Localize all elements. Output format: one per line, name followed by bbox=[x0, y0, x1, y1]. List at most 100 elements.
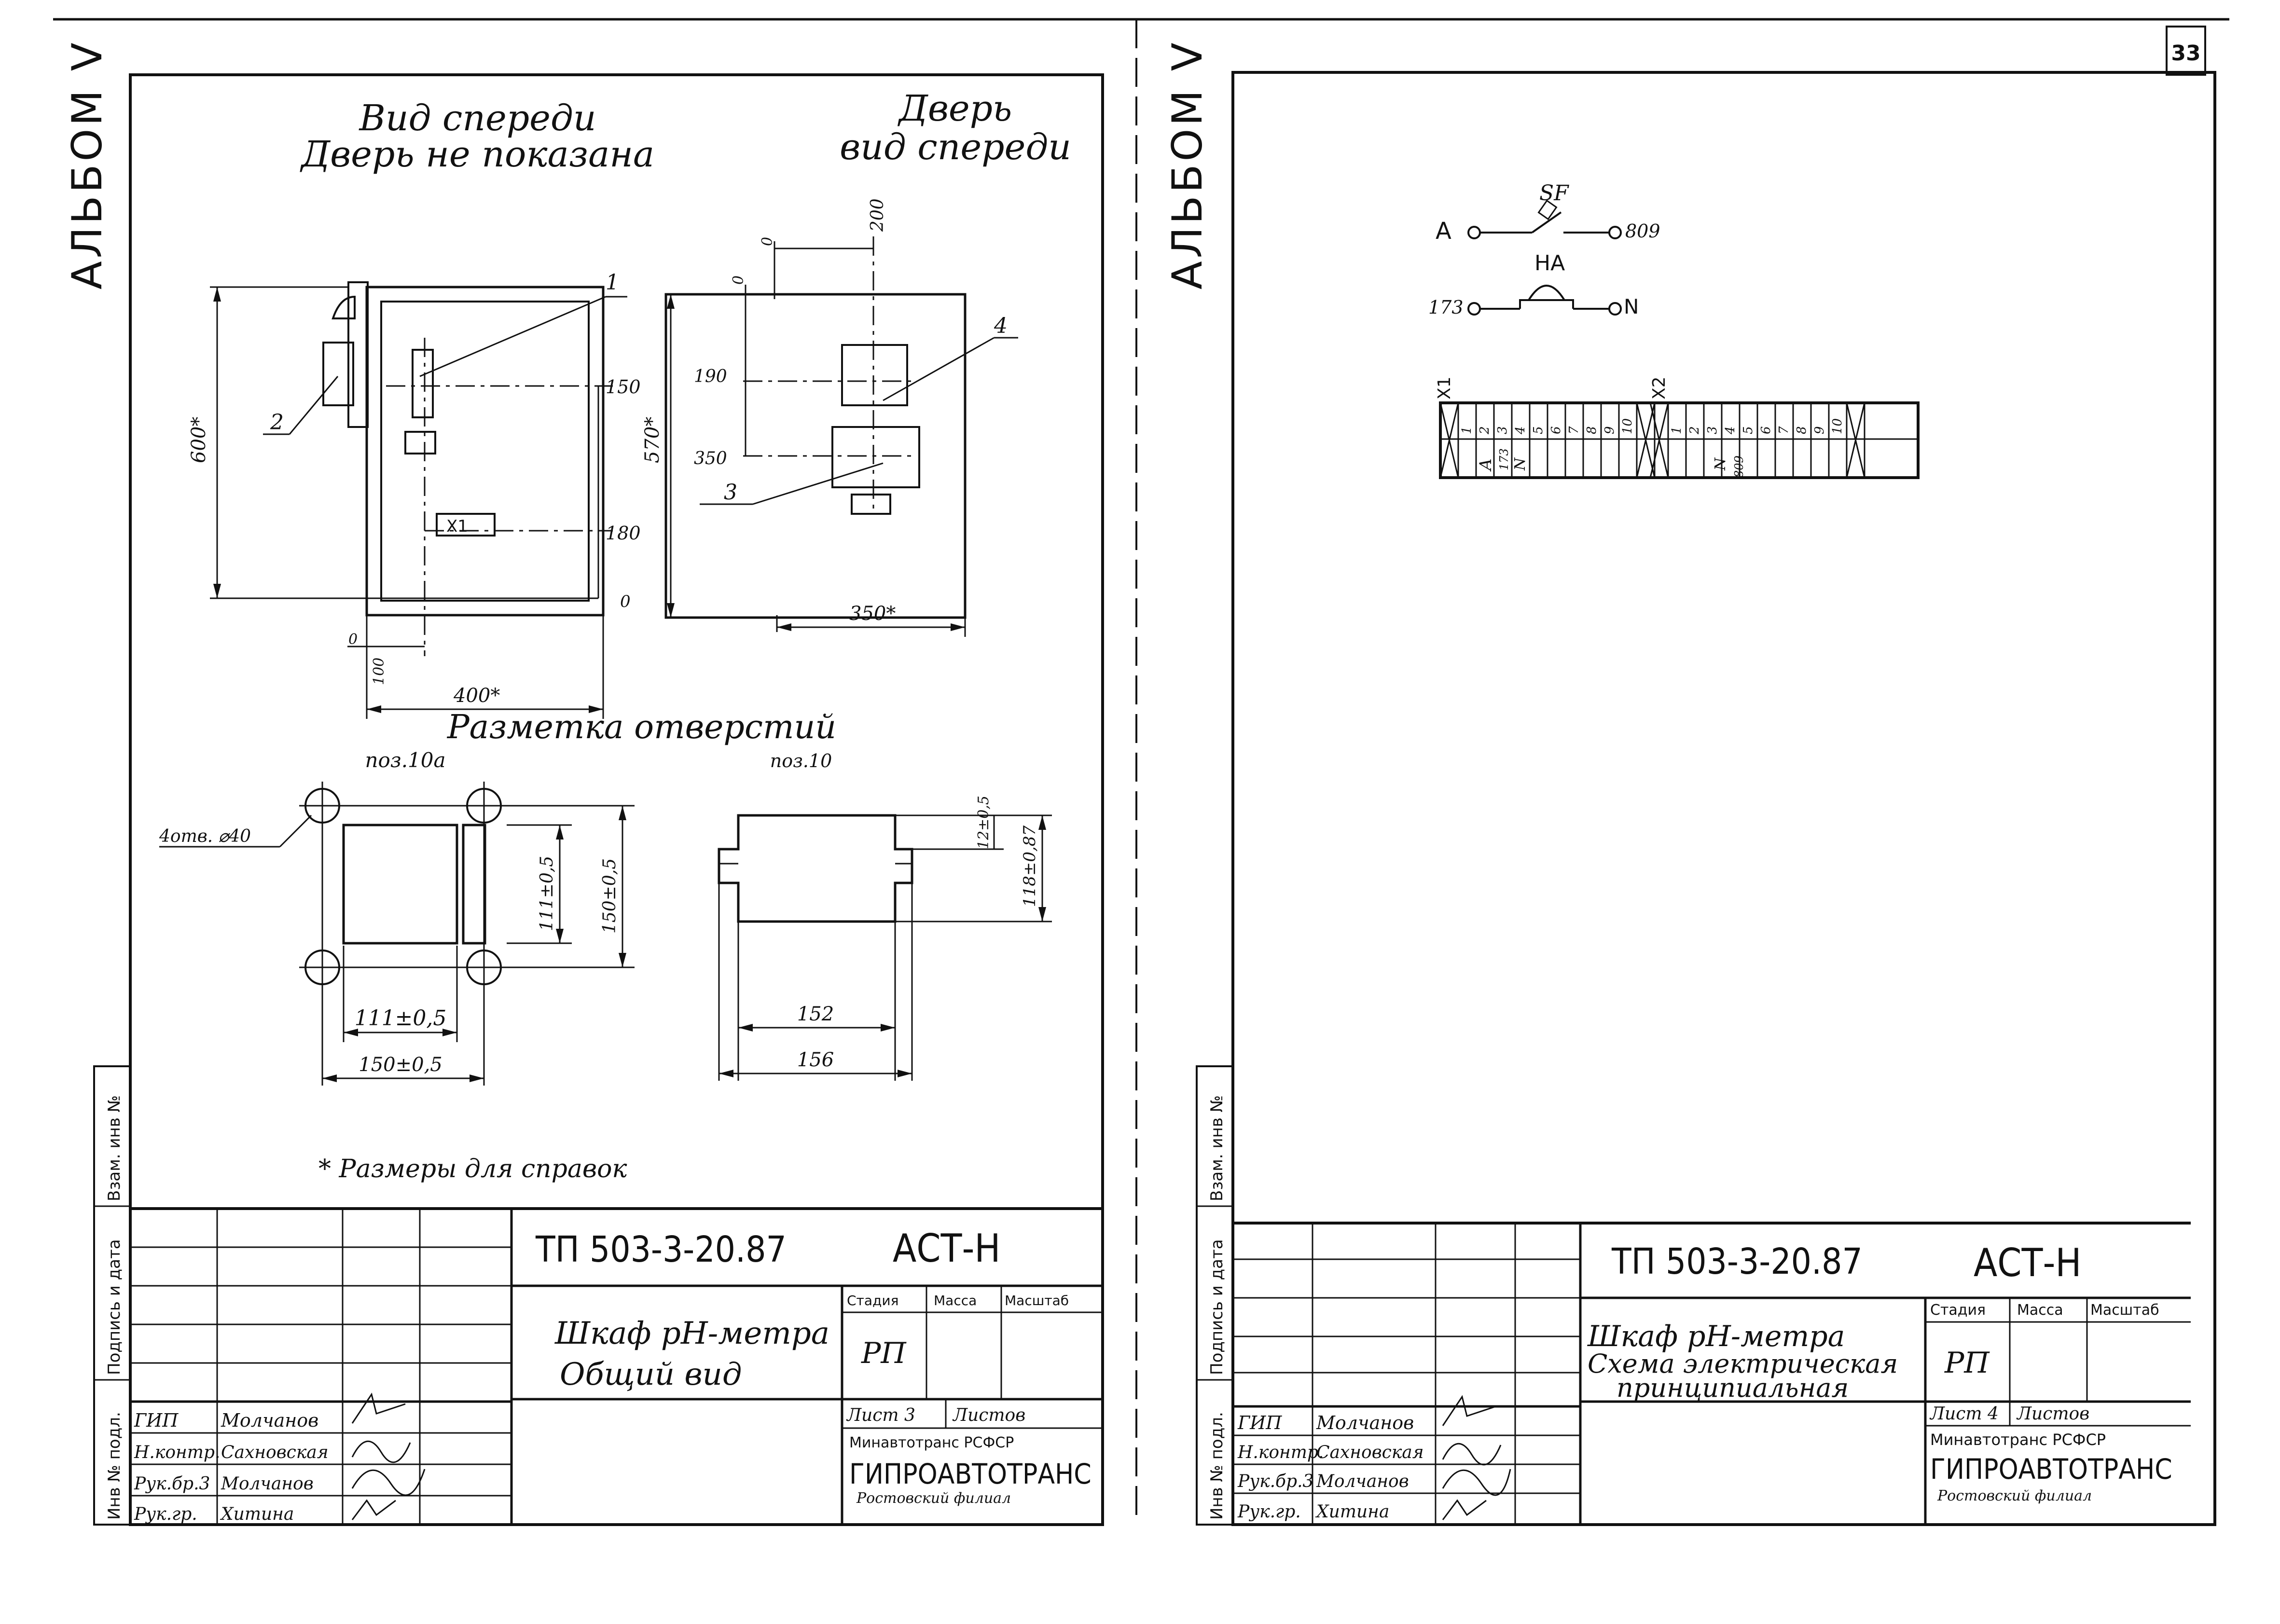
label-1: 1 bbox=[606, 270, 619, 295]
x1-number-1: 1 bbox=[1460, 426, 1474, 434]
pos10-label: поз.10 bbox=[770, 750, 832, 771]
x1-number-7: 7 bbox=[1567, 426, 1581, 434]
label-x1: X1 bbox=[446, 517, 468, 536]
tb-right-org3: Ростовский филиал bbox=[1937, 1487, 2092, 1504]
right-sheet: АЛЬБОМ Ⅴ Взам. инв № Подпись и дата Инв … bbox=[1163, 40, 2216, 1526]
tb-left-stage-hdr: Стадия bbox=[847, 1293, 898, 1308]
dim-0-right: 0 bbox=[620, 592, 631, 611]
sch-x2-wire-n: N bbox=[1712, 457, 1729, 471]
sch-809: 809 bbox=[1625, 220, 1660, 242]
dim-0-door-top: 0 bbox=[759, 237, 776, 246]
tb-right-sheets: Листов bbox=[2016, 1404, 2089, 1424]
tb-right-role-4: Рук.гр. bbox=[1237, 1502, 1301, 1522]
sch-x2-wire-809: 809 bbox=[1732, 455, 1746, 478]
side-stamp-right: Взам. инв № Подпись и дата Инв № подл. bbox=[1196, 1065, 1234, 1526]
tb-right-name-row-4: Хитина bbox=[1315, 1502, 1389, 1522]
holes-title: Разметка отверстий bbox=[446, 708, 836, 746]
dim-100-bottom: 100 bbox=[371, 658, 387, 685]
signatures-right bbox=[1442, 1395, 1511, 1520]
tb-right-code: ТП 503-3-20.87 bbox=[1611, 1241, 1863, 1282]
pos10-template: 152 156 12±0,5 118±0,87 bbox=[718, 796, 1052, 1081]
door-front-view: 570* 200 0 0 190 350 350* 4 3 bbox=[641, 198, 1018, 637]
tb-left-role-3: Рук.бр.3 bbox=[134, 1474, 210, 1494]
tb-left-code: ТП 503-3-20.87 bbox=[535, 1229, 787, 1270]
dim-350-vert: 350 bbox=[694, 449, 727, 468]
x2-number-2: 2 bbox=[1687, 426, 1702, 435]
tb-left-org1: Минавтотранс РСФСР bbox=[849, 1434, 1014, 1451]
cabinet-front-view: X1 1 2 600* 150 180 0 bbox=[188, 270, 641, 719]
title-block-right: ТП 503-3-20.87 АСТ-Н Шкаф рН-метра Схема… bbox=[1233, 1222, 2191, 1525]
dim-400: 400* bbox=[453, 685, 500, 707]
dim-156: 156 bbox=[797, 1049, 834, 1071]
album-label-right: АЛЬБОМ Ⅴ bbox=[1163, 40, 1212, 289]
tb-left-name-row-4: Хитина bbox=[220, 1504, 294, 1524]
tb-right-name-2: Схема электрическая bbox=[1588, 1349, 1898, 1379]
x2-number-6: 6 bbox=[1759, 426, 1773, 434]
door-title-2: вид спереди bbox=[840, 126, 1071, 168]
stamp-replace-inv: Взам. инв № bbox=[105, 1095, 124, 1201]
front-view-title-1: Вид спереди bbox=[358, 97, 596, 139]
tb-right-name-3: принципиальная bbox=[1617, 1373, 1849, 1403]
tb-left-org2: ГИПРОАВТОТРАНС bbox=[849, 1458, 1092, 1490]
dim-600: 600* bbox=[188, 417, 210, 463]
x1-number-4: 4 bbox=[1513, 426, 1528, 435]
holes-callout: 4отв. ⌀40 bbox=[159, 826, 251, 846]
dim-0-bottom: 0 bbox=[348, 631, 358, 648]
tb-right-role-1: ГИП bbox=[1237, 1412, 1282, 1433]
sch-x1: X1 bbox=[1435, 376, 1454, 399]
tb-left-name-row-3: Молчанов bbox=[221, 1474, 314, 1494]
x2-end-cross-2 bbox=[1846, 402, 1865, 478]
sch-x2: X2 bbox=[1649, 376, 1669, 399]
x2-number-5: 5 bbox=[1741, 426, 1755, 434]
dim-350: 350* bbox=[849, 603, 896, 625]
stamp-inv-orig: Инв № подл. bbox=[105, 1412, 124, 1520]
left-sheet: АЛЬБОМ Ⅴ Взам. инв № Подпись и дата Инв … bbox=[63, 40, 1104, 1526]
tb-right-role-2: Н.контр. bbox=[1237, 1443, 1324, 1462]
tb-right-role-3: Рук.бр.3 bbox=[1237, 1472, 1313, 1491]
tb-right-scale-hdr: Масштаб bbox=[2090, 1302, 2159, 1319]
dim-152: 152 bbox=[797, 1003, 834, 1025]
tb-left-org3: Ростовский филиал bbox=[856, 1490, 1011, 1507]
dim-118: 118±0,87 bbox=[1020, 826, 1039, 907]
x1-number-6: 6 bbox=[1549, 426, 1563, 434]
x1-number-5: 5 bbox=[1531, 426, 1546, 434]
tb-left-suffix: АСТ-Н bbox=[893, 1226, 1001, 1271]
stamp-replace-inv-r: Взам. инв № bbox=[1207, 1095, 1227, 1201]
sch-sf: SF bbox=[1539, 181, 1569, 206]
dim-h111: 111±0,5 bbox=[537, 856, 557, 931]
label-4: 4 bbox=[994, 314, 1008, 338]
tb-left-name-1: Шкаф рН-метра bbox=[554, 1316, 829, 1351]
tb-right-sheet: Лист 4 bbox=[1929, 1404, 1999, 1424]
tb-left-name-2: Общий вид bbox=[560, 1357, 742, 1392]
tb-right-name-1: Шкаф рН-метра bbox=[1587, 1320, 1845, 1353]
x1-end-cross-2 bbox=[1636, 402, 1656, 478]
x2-number-7: 7 bbox=[1777, 426, 1791, 434]
x1-number-9: 9 bbox=[1603, 426, 1617, 434]
tb-left-stage: РП bbox=[861, 1336, 907, 1370]
x2-number-1: 1 bbox=[1670, 426, 1684, 434]
dim-h150: 150±0,5 bbox=[600, 858, 620, 934]
dim-12: 12±0,5 bbox=[975, 796, 992, 849]
tb-right-org1: Минавтотранс РСФСР bbox=[1930, 1431, 2106, 1449]
x1-number-2: 2 bbox=[1478, 426, 1492, 435]
sch-a: A bbox=[1436, 218, 1451, 245]
sch-173: 173 bbox=[1428, 297, 1464, 318]
note-reference: * Размеры для справок bbox=[318, 1155, 627, 1184]
dim-0-door-left: 0 bbox=[730, 275, 747, 285]
x1-number-3: 3 bbox=[1495, 426, 1510, 434]
stamp-inv-orig-r: Инв № подл. bbox=[1207, 1412, 1227, 1520]
tb-left-name-row-1: Молчанов bbox=[221, 1410, 318, 1431]
label-2: 2 bbox=[270, 410, 284, 435]
dim-200: 200 bbox=[868, 198, 887, 232]
stamp-sign-date-r: Подпись и дата bbox=[1207, 1239, 1227, 1375]
x2-end-cross bbox=[1649, 402, 1669, 478]
tb-right-suffix: АСТ-Н bbox=[1974, 1240, 2082, 1285]
sch-x1-wire-a: A bbox=[1476, 458, 1495, 472]
door-title-1: Дверь bbox=[898, 88, 1012, 129]
title-block-left: ТП 503-3-20.87 АСТ-Н Шкаф рН-метра Общий… bbox=[130, 1207, 1103, 1525]
tb-left-mass-hdr: Масса bbox=[934, 1293, 977, 1308]
